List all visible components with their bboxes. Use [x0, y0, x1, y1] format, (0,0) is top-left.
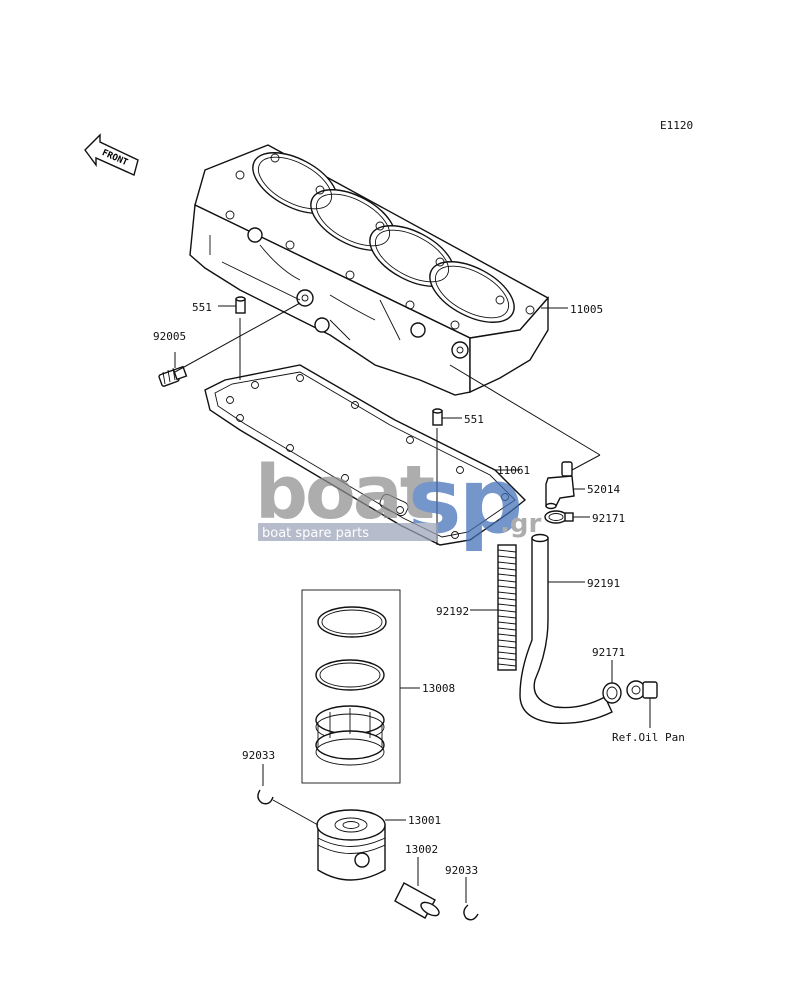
front-arrow-icon: FRONT [84, 133, 139, 176]
callout-11005: 11005 [570, 303, 603, 316]
callout-92033-left: 92033 [242, 749, 275, 762]
callout-52014: 52014 [587, 483, 620, 496]
callout-92171-lower: 92171 [592, 646, 625, 659]
watermark-tagline: boat spare parts [262, 526, 369, 541]
circlip-92033-left[interactable] [257, 789, 274, 805]
circlip-92033-right[interactable] [463, 904, 479, 921]
callout-92033-right: 92033 [445, 864, 478, 877]
callout-92191: 92191 [587, 577, 620, 590]
clamp-92171-upper[interactable] [544, 510, 574, 524]
callout-13002: 13002 [405, 843, 438, 856]
diagram-code: E1120 [660, 119, 693, 132]
watermark: boat sp .gr boat spare parts [255, 449, 541, 554]
hose-92191[interactable] [519, 533, 613, 724]
fitting-92005[interactable] [158, 365, 188, 387]
callout-92005: 92005 [153, 330, 186, 343]
callout-92192: 92192 [436, 605, 469, 618]
callout-ref-oil-pan: Ref.Oil Pan [612, 731, 685, 744]
clamp-92171-lower[interactable] [602, 682, 622, 704]
piston-ring-set[interactable] [301, 589, 401, 784]
callout-551-lower: 551 [464, 413, 484, 426]
watermark-brand-main: boat [255, 450, 434, 536]
elbow-fitting-52014[interactable] [545, 461, 575, 510]
oil-pan-fitting [626, 680, 658, 700]
dowel-pin-lower[interactable] [432, 408, 443, 426]
leader-lines [174, 302, 651, 903]
callout-13008: 13008 [422, 682, 455, 695]
callout-13001: 13001 [408, 814, 441, 827]
piston-pin[interactable] [394, 882, 441, 919]
callout-551-upper: 551 [192, 301, 212, 314]
dowel-pin-upper[interactable] [235, 296, 246, 314]
callout-11061: 11061 [497, 464, 530, 477]
stud-92192[interactable] [497, 544, 517, 671]
watermark-brand-tld: .gr [500, 509, 541, 539]
cylinder-block[interactable] [189, 140, 550, 396]
cylinder-base-gasket[interactable] [204, 364, 527, 546]
piston[interactable] [316, 809, 386, 881]
callout-92171-upper: 92171 [592, 512, 625, 525]
